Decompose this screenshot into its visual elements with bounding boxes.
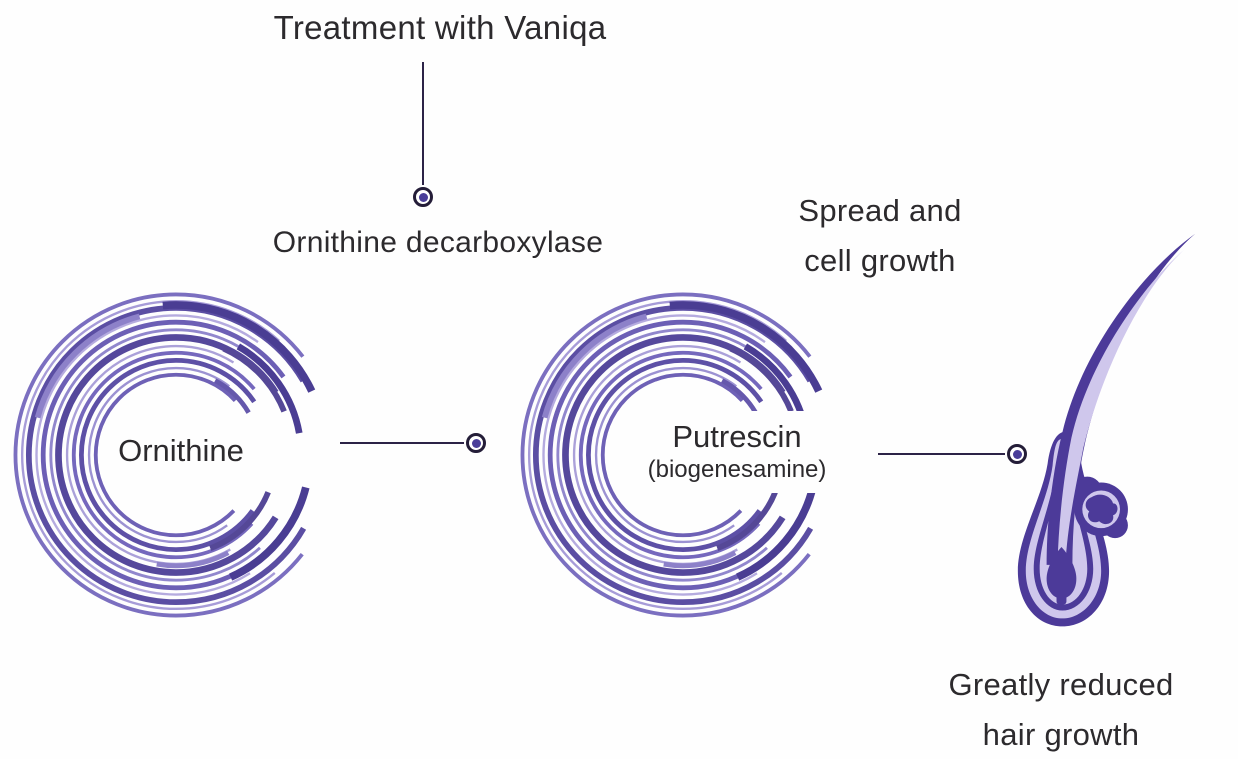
label-putrescin: Putrescin (biogenesamine) [633,411,841,493]
outcome-line1: Greatly reduced [948,667,1174,702]
dot-marker-icon [466,433,486,453]
dot-marker-icon [1007,444,1027,464]
label-ornithine: Ornithine [108,429,254,473]
outcome-line2: hair growth [982,717,1140,752]
spread-line1: Spread and [798,193,962,228]
hair-follicle-icon [1017,233,1196,627]
connector-putrescin-hair [878,453,1005,455]
putrescin-subname: (biogenesamine) [647,456,827,483]
label-spread-cell-growth: Spread and cell growth [798,186,961,286]
title-treatment: Treatment with Vaniqa [273,9,607,46]
spread-line2: cell growth [804,243,956,278]
dot-marker-icon [413,187,433,207]
treatment-connector-line [422,62,424,185]
connector-ornithine-putrescin [340,442,464,444]
putrescin-name: Putrescin [672,419,802,454]
label-outcome: Greatly reduced hair growth [948,660,1173,759]
label-enzyme: Ornithine decarboxylase [272,226,604,259]
